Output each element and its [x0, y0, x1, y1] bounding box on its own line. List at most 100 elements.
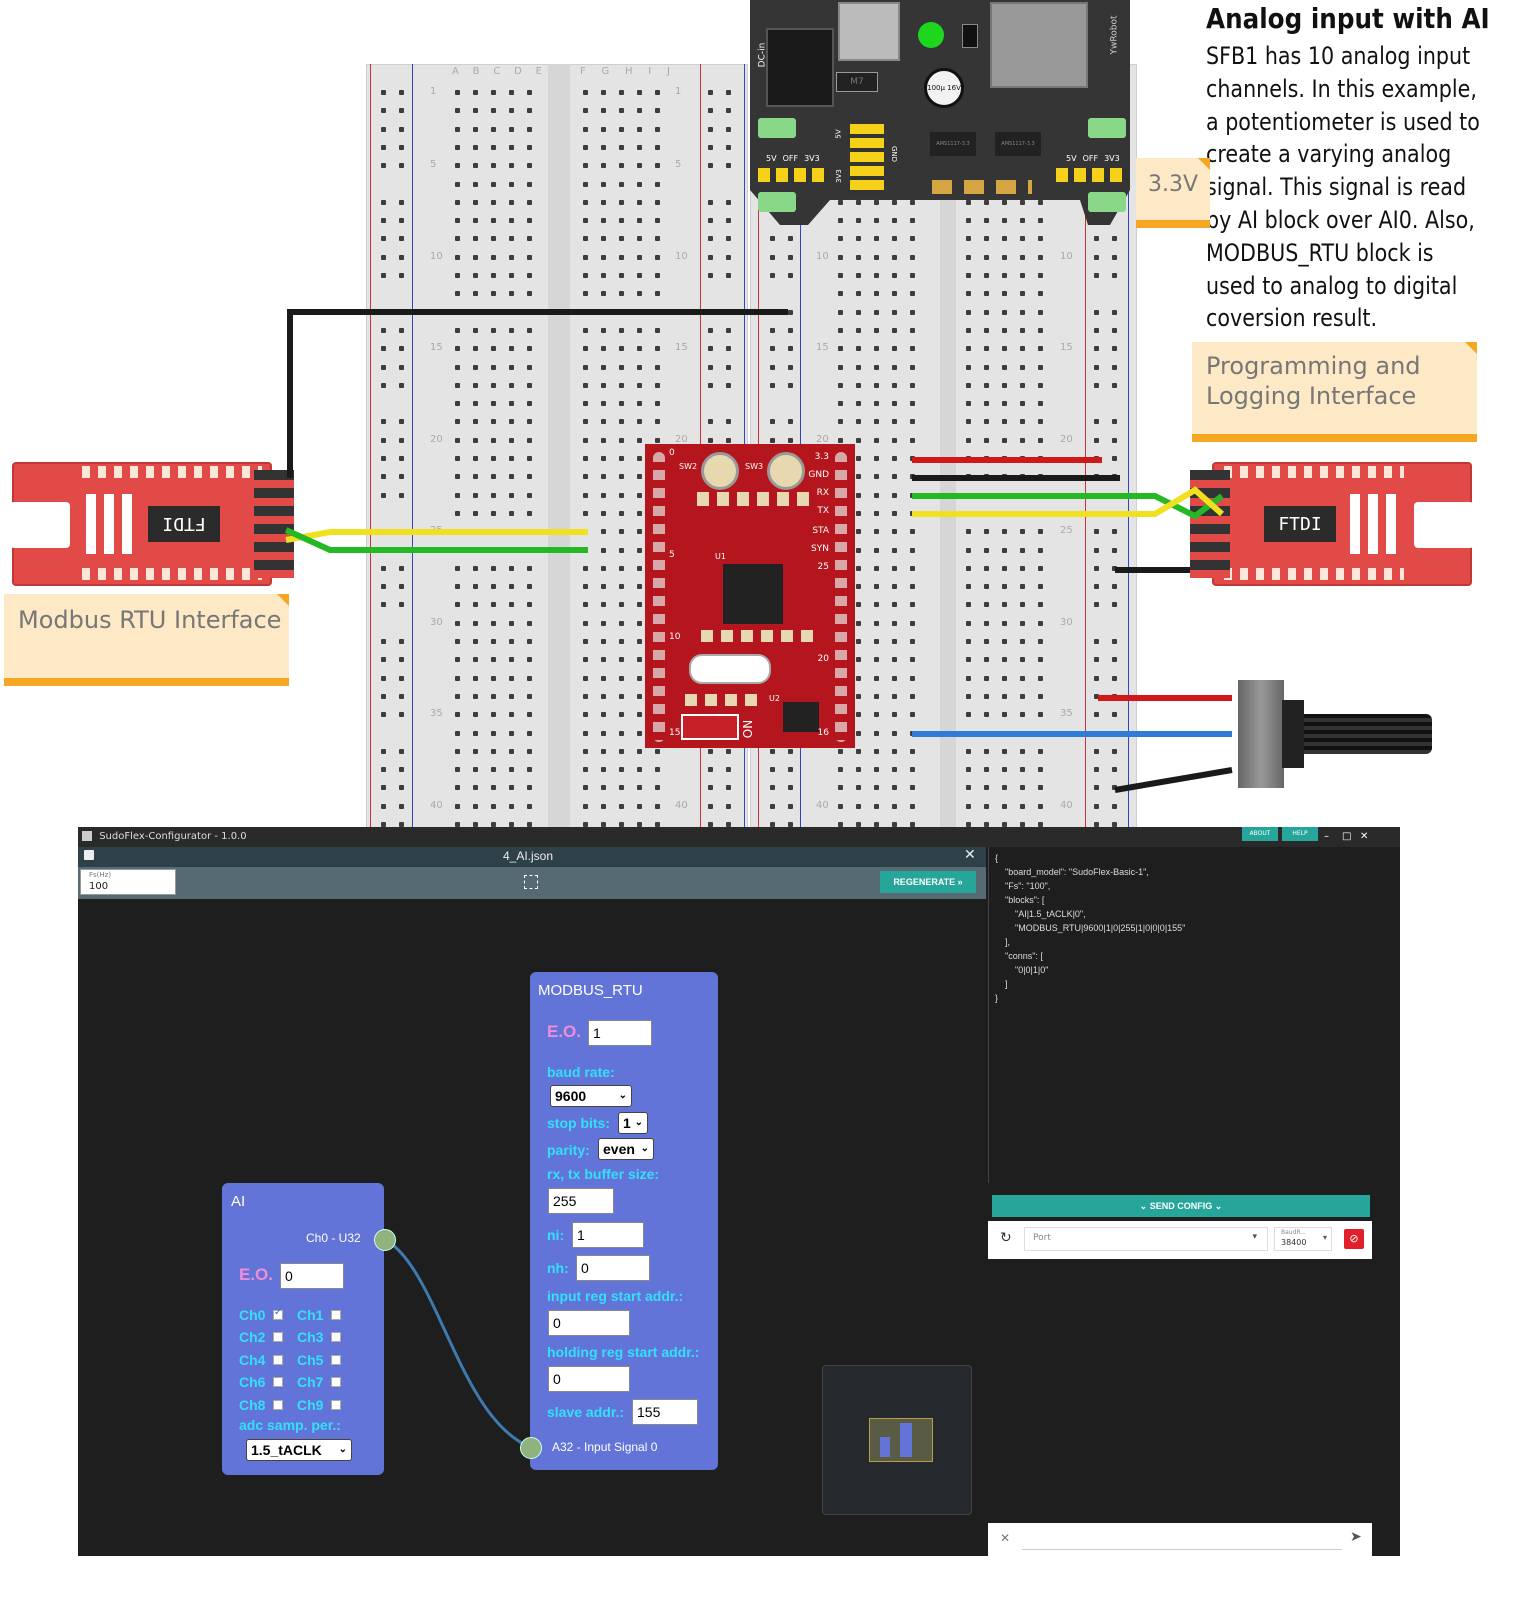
about-button[interactable]: ABOUT — [1242, 827, 1278, 841]
sfb-pin-label: TX — [817, 506, 829, 516]
double-chevron-right-icon: » — [957, 877, 963, 887]
send-config-button[interactable]: ⌄ SEND CONFIG ⌄ — [992, 1195, 1370, 1217]
channel-checkbox-ch5[interactable] — [331, 1354, 341, 1365]
baud-select[interactable]: BaudR... 38400 ▾ — [1274, 1227, 1332, 1251]
breadboard-hole — [788, 804, 793, 809]
channel-checkbox-ch0[interactable]: ✓ — [273, 1307, 283, 1320]
save-icon[interactable] — [84, 850, 94, 860]
breadboard-hole — [655, 145, 660, 150]
channel-checkbox-ch3[interactable] — [331, 1332, 341, 1343]
breadboard-hole — [619, 731, 624, 736]
adc-value: 1.5_tACLK — [251, 1442, 322, 1458]
nh-input[interactable]: 0 — [576, 1255, 650, 1281]
minimap[interactable] — [822, 1365, 972, 1515]
green-terminal-2 — [758, 192, 796, 212]
serial-input[interactable] — [1022, 1527, 1342, 1550]
breadboard-hole — [708, 749, 713, 754]
baud-rate-select[interactable]: 9600 ⌄ — [550, 1085, 632, 1107]
breadboard-hole — [527, 804, 532, 809]
clear-icon[interactable]: ✕ — [1000, 1531, 1011, 1545]
help-button[interactable]: HELP — [1282, 827, 1318, 841]
close-file-icon[interactable]: ✕ — [964, 847, 976, 863]
holding-reg-input[interactable]: 0 — [548, 1366, 630, 1392]
channel-checkbox-ch4[interactable] — [273, 1354, 283, 1365]
breadboard-hole — [655, 163, 660, 168]
modbus-input-port[interactable] — [520, 1437, 542, 1459]
breadboard-hole — [1020, 236, 1025, 241]
modbus-eo-input[interactable]: 1 — [588, 1020, 652, 1046]
parity-select[interactable]: even ⌄ — [598, 1138, 654, 1160]
fs-field[interactable]: Fs(Hz) 100 — [80, 869, 176, 895]
breadboard-hole — [583, 438, 588, 443]
stop-bits-select[interactable]: 1 ⌄ — [618, 1112, 648, 1134]
breadboard-hole — [619, 127, 624, 132]
fit-view-icon[interactable] — [524, 875, 538, 889]
port-select[interactable]: Port ▾ — [1024, 1227, 1268, 1251]
breadboard-hole — [856, 566, 861, 571]
breadboard-hole — [473, 731, 478, 736]
header-yellow-left — [758, 168, 830, 182]
breadboard-hole — [726, 767, 731, 772]
channel-checkbox-ch9[interactable] — [331, 1399, 341, 1410]
double-chevron-down-icon-2: ⌄ — [1214, 1201, 1223, 1211]
maximize-icon[interactable]: □ — [1342, 831, 1352, 842]
breadboard-hole — [455, 383, 460, 388]
modbus-block[interactable]: MODBUS_RTU E.O. 1 baud rate: 9600 ⌄ stop… — [520, 972, 718, 1470]
usb-mini-left — [10, 502, 70, 548]
channel-checkbox-ch7[interactable] — [331, 1377, 341, 1388]
breadboard-hole — [619, 365, 624, 370]
minimize-icon[interactable]: – — [1324, 831, 1329, 842]
annotation-line: coversion result. — [1206, 304, 1378, 333]
breadboard-hole — [455, 621, 460, 626]
center-channel — [548, 64, 570, 854]
power-label: OFF — [782, 154, 799, 163]
ni-input[interactable]: 1 — [572, 1222, 644, 1248]
breadboard-hole — [892, 657, 897, 662]
power-label: 5V — [1066, 154, 1077, 163]
input-reg-input[interactable]: 0 — [548, 1310, 630, 1336]
breadboard-hole — [491, 291, 496, 296]
breadboard-hole — [381, 804, 386, 809]
buffer-size-input[interactable]: 255 — [548, 1188, 614, 1214]
ftdi-left: FTDI — [10, 462, 294, 586]
breadboard-hole — [509, 712, 514, 717]
sfb-pin-label: 3.3 — [814, 452, 829, 462]
breadboard-hole — [619, 548, 624, 553]
toolbar-row: ↻ Port ▾ BaudR... 38400 ▾ ⊘ — [988, 1221, 1372, 1259]
breadboard-hole — [527, 182, 532, 187]
channel-label-ch4: Ch4 — [239, 1351, 266, 1368]
breadboard-hole — [892, 383, 897, 388]
breadboard-hole — [601, 822, 606, 827]
slave-addr-input[interactable]: 155 — [632, 1399, 698, 1425]
breadboard-hole — [892, 255, 897, 260]
breadboard-hole — [455, 694, 460, 699]
ai-eo-input[interactable]: 0 — [280, 1263, 344, 1289]
breadboard-hole — [1020, 639, 1025, 644]
breadboard-hole — [984, 310, 989, 315]
send-icon[interactable]: ➤ — [1350, 1529, 1362, 1545]
breadboard-hole — [1020, 419, 1025, 424]
close-window-icon[interactable]: ✕ — [1360, 831, 1369, 842]
channel-checkbox-ch6[interactable] — [273, 1377, 283, 1388]
channel-checkbox-ch8[interactable] — [273, 1399, 283, 1410]
breadboard-hole — [984, 383, 989, 388]
adc-select[interactable]: 1.5_tACLK ⌄ — [246, 1439, 352, 1461]
regenerate-button[interactable]: REGENERATE » — [880, 871, 976, 893]
breadboard-hole — [637, 676, 642, 681]
breadboard-hole — [509, 419, 514, 424]
sfb-pin-label: 0 — [669, 448, 675, 458]
ftdi-right: FTDI — [1190, 462, 1474, 586]
breadboard-hole — [856, 657, 861, 662]
channel-checkbox-ch2[interactable] — [273, 1332, 283, 1343]
breadboard-hole — [874, 218, 879, 223]
breadboard-hole — [527, 731, 532, 736]
refresh-icon[interactable]: ↻ — [1000, 1230, 1012, 1246]
breadboard-hole — [892, 328, 897, 333]
breadboard-hole — [583, 731, 588, 736]
breadboard-hole — [874, 346, 879, 351]
ai-output-port[interactable] — [374, 1229, 396, 1251]
disconnect-button[interactable]: ⊘ — [1344, 1229, 1364, 1249]
channel-checkbox-ch1[interactable] — [331, 1310, 341, 1320]
breadboard-hole — [455, 657, 460, 662]
